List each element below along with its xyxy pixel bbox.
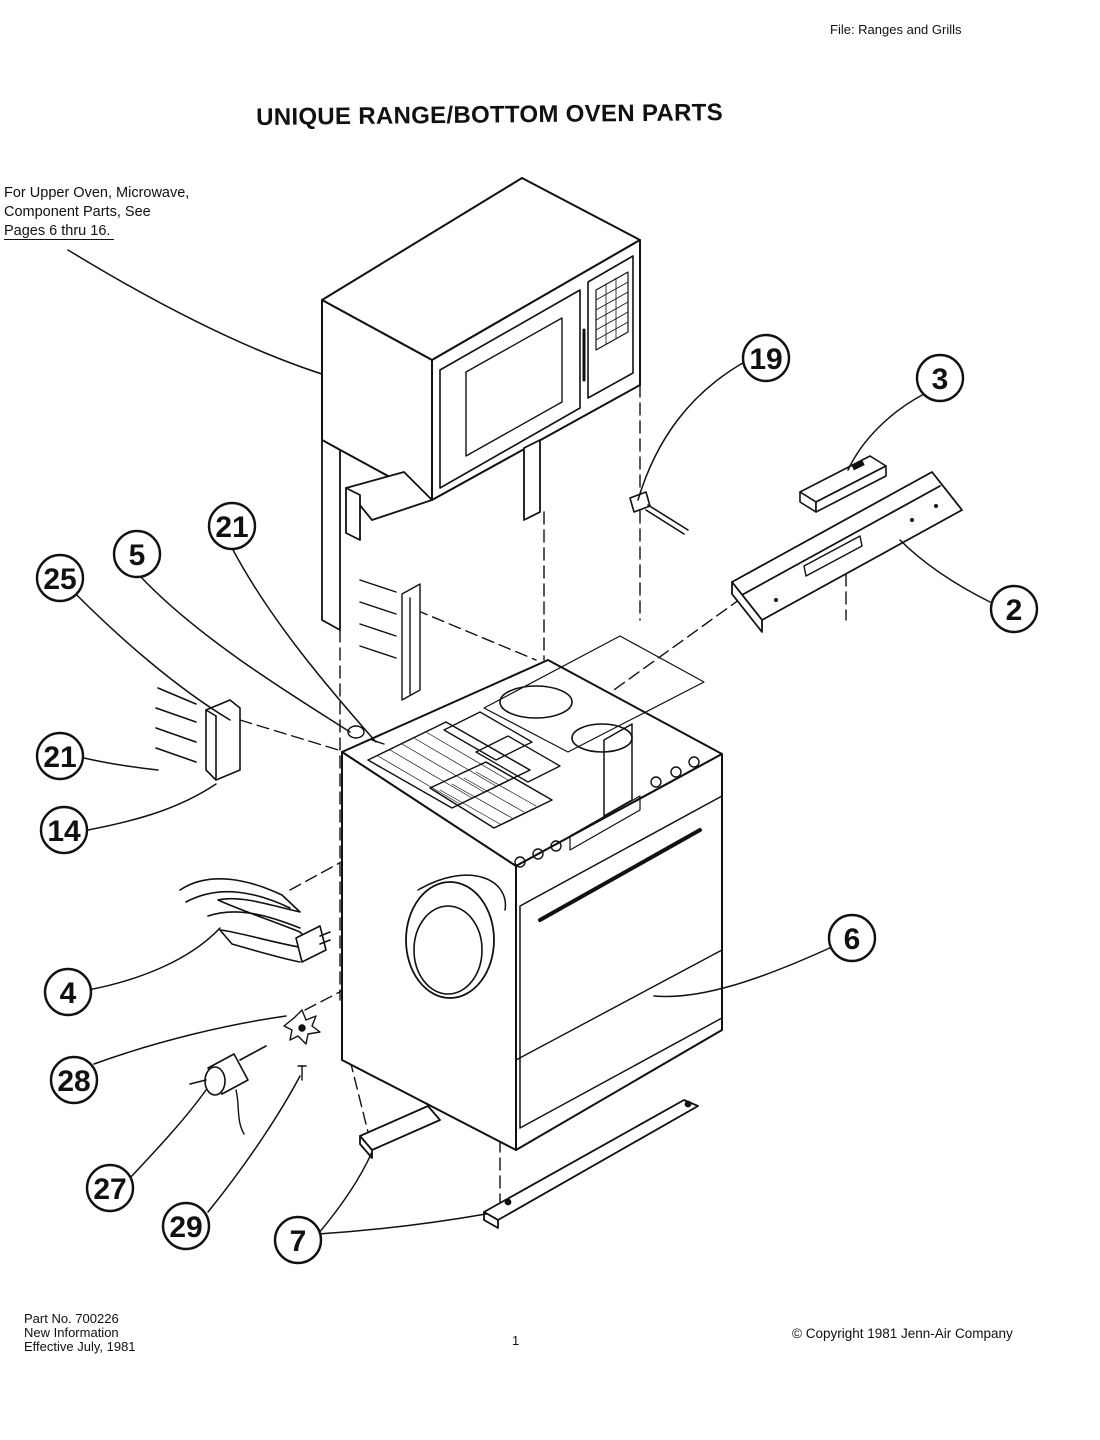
callout-29: 29 bbox=[161, 1201, 211, 1251]
control-keypad-grid bbox=[595, 277, 629, 345]
footer-part-number: Part No. 700226 bbox=[24, 1311, 119, 1326]
page-number: 1 bbox=[512, 1333, 520, 1348]
reference-note-line-3: Pages 6 thru 16. bbox=[4, 223, 115, 240]
callout-14: 14 bbox=[39, 805, 89, 855]
copyright-notice: © Copyright 1981 Jenn-Air Company bbox=[792, 1326, 1013, 1341]
microwave-upper-oven bbox=[321, 177, 641, 501]
part-3-switch bbox=[799, 455, 887, 513]
part-29-screw bbox=[297, 1065, 307, 1081]
callout-28-label: 28 bbox=[57, 1065, 90, 1098]
footer-effective-date: Effective July, 1981 bbox=[24, 1339, 136, 1354]
callout-2: 2 bbox=[989, 584, 1039, 634]
callout-4-label: 4 bbox=[60, 977, 77, 1010]
callout-27: 27 bbox=[85, 1163, 135, 1213]
reference-note-line-1: For Upper Oven, Microwave, bbox=[4, 185, 190, 201]
control-knobs bbox=[514, 756, 700, 868]
callout-3: 3 bbox=[915, 353, 965, 403]
convection-fan-shroud bbox=[405, 881, 495, 999]
footer-new-information: New Information bbox=[24, 1325, 119, 1340]
callout-21-upper: 21 bbox=[207, 501, 257, 551]
callout-21-upper-label: 21 bbox=[215, 511, 248, 544]
callout-21-lower-label: 21 bbox=[43, 741, 76, 774]
part-19-wire-terminal bbox=[629, 491, 689, 535]
callout-6: 6 bbox=[827, 913, 877, 963]
callout-25: 25 bbox=[35, 553, 85, 603]
callout-3-label: 3 bbox=[932, 363, 949, 396]
part-21-upper-screws bbox=[359, 579, 421, 701]
callout-6-label: 6 bbox=[844, 923, 861, 956]
reference-note: For Upper Oven, Microwave, Component Par… bbox=[4, 184, 189, 241]
range-body bbox=[341, 635, 723, 1151]
file-label: File: Ranges and Grills bbox=[830, 22, 962, 37]
footer-part-info: Part No. 700226 New Information Effectiv… bbox=[24, 1312, 136, 1354]
part-7-bottom-rails bbox=[359, 1099, 699, 1229]
burner-left bbox=[499, 685, 573, 719]
callout-27-label: 27 bbox=[93, 1173, 126, 1206]
callout-28: 28 bbox=[49, 1055, 99, 1105]
callout-21-lower: 21 bbox=[35, 731, 85, 781]
callout-4: 4 bbox=[43, 967, 93, 1017]
part-4-bake-element bbox=[179, 878, 331, 963]
callout-14-label: 14 bbox=[47, 815, 81, 848]
callout-7-label: 7 bbox=[290, 1225, 307, 1258]
callout-5-label: 5 bbox=[129, 539, 146, 572]
part-2-rail-bracket bbox=[731, 471, 963, 633]
part-14-side-channel bbox=[155, 687, 241, 781]
grill-hatching bbox=[377, 731, 537, 825]
callout-29-label: 29 bbox=[169, 1211, 202, 1244]
part-5-clip bbox=[347, 725, 385, 745]
callout-19-label: 19 bbox=[749, 343, 782, 376]
callout-5: 5 bbox=[112, 529, 162, 579]
part-27-fan-motor bbox=[189, 1045, 267, 1135]
callout-25-label: 25 bbox=[43, 563, 76, 596]
part-28-fan-blade bbox=[283, 1009, 321, 1045]
callout-7: 7 bbox=[273, 1215, 323, 1265]
callout-19: 19 bbox=[741, 333, 791, 383]
note-leader-line bbox=[67, 249, 361, 386]
reference-note-line-2: Component Parts, See bbox=[4, 204, 151, 220]
microwave-support-legs bbox=[321, 439, 541, 631]
callout-leader-lines bbox=[61, 359, 991, 1235]
callout-2-label: 2 bbox=[1006, 594, 1023, 627]
